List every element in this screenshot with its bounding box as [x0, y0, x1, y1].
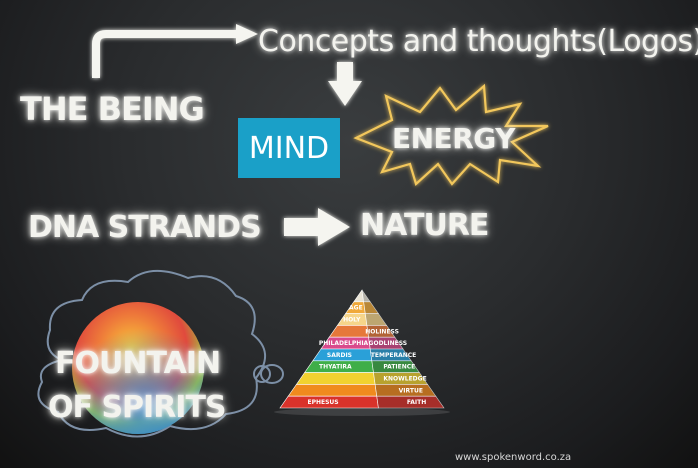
nature-label: NATURE	[360, 208, 489, 243]
energy-label: ENERGY	[392, 122, 515, 155]
fountain-line2: OF SPIRITS	[48, 390, 227, 425]
pyramid-right-label: HOLINESS	[365, 328, 399, 335]
pyramid-right-label: PATIENCE	[383, 364, 415, 371]
the-being-label: THE BEING	[20, 90, 205, 128]
pyramid-left-label: AGE	[349, 305, 363, 312]
mind-box: MIND	[238, 118, 340, 178]
pyramid-level-right	[363, 301, 379, 314]
concepts-label: Concepts and thoughts(Logos)	[258, 24, 698, 59]
pyramid-shadow	[274, 408, 450, 416]
pyramid-left-label: PHILADELPHIA	[319, 340, 369, 347]
right-arrow-icon	[284, 208, 350, 246]
pyramid-level-right	[364, 313, 388, 326]
fountain-line1: FOUNTAIN	[55, 346, 221, 381]
starburst-icon	[353, 83, 549, 186]
hook-arrow-icon	[92, 24, 258, 78]
pyramid-right-label: VIRTUE	[399, 387, 423, 394]
pyramid-left-label: SARDIS	[327, 352, 352, 359]
pyramid-level-right	[361, 289, 371, 303]
pyramid-right-label: FAITH	[407, 399, 426, 406]
pyramid-level-left	[287, 384, 378, 397]
pyramid-left-label: HOLY	[343, 317, 361, 324]
sphere-icon	[72, 302, 204, 434]
pyramid-right-label: GODLINESS	[369, 340, 408, 347]
pyramid-left-label: THYATIRA	[319, 364, 352, 371]
dna-strands-label: DNA STRANDS	[28, 210, 262, 245]
pyramid-right-label: KNOWLEDGE	[383, 376, 426, 383]
down-arrow-icon	[328, 62, 362, 106]
pyramid-level-left	[328, 325, 369, 338]
pyramid-level-left	[295, 372, 376, 385]
pyramid-right-label: TEMPERANCE	[371, 352, 416, 359]
pyramid-level-right	[376, 395, 445, 409]
footer-url: www.spokenword.co.za	[455, 452, 572, 463]
mind-label: MIND	[248, 130, 330, 166]
cloud-outline-icon	[37, 269, 284, 438]
pyramid-left-label: EPHESUS	[307, 399, 338, 406]
